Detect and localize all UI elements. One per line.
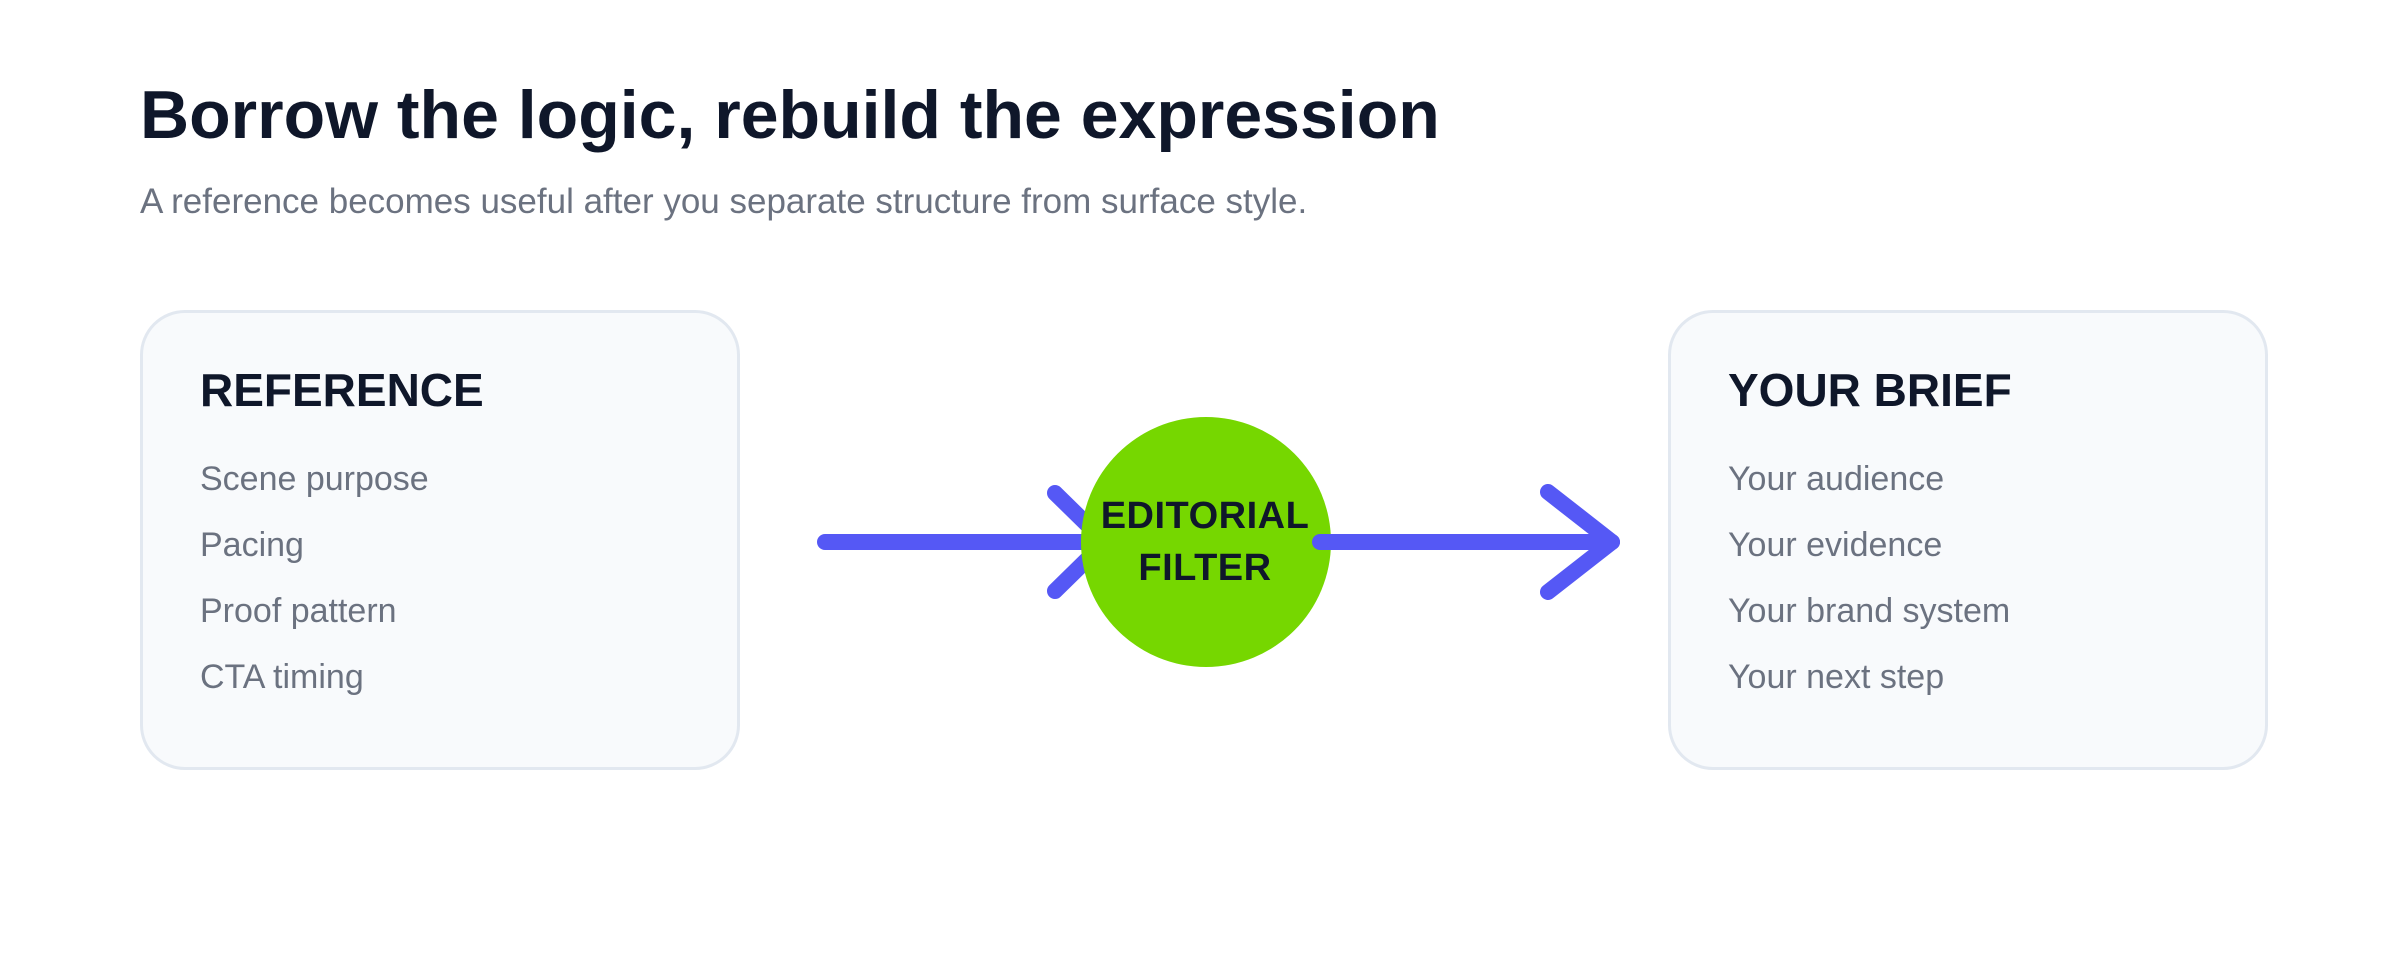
editorial-filter-label: EDITORIAL FILTER: [1080, 490, 1330, 594]
reference-item: Pacing: [200, 526, 304, 564]
brief-list: Your audience Your evidence Your brand s…: [1728, 459, 2010, 723]
reference-item: Scene purpose: [200, 460, 429, 498]
input-arrow: [817, 485, 1113, 599]
filter-label-line-1: EDITORIAL: [1100, 495, 1310, 537]
reference-item: Proof pattern: [200, 592, 397, 630]
filter-label-line-2: FILTER: [1138, 547, 1272, 589]
reference-heading: REFERENCE: [200, 364, 484, 416]
reference-item: CTA timing: [200, 658, 364, 696]
output-arrow: [1312, 484, 1620, 600]
brief-item: Your audience: [1728, 460, 1945, 498]
brief-card: YOUR BRIEF Your audience Your evidence Y…: [1668, 310, 2268, 770]
reference-card: REFERENCE Scene purpose Pacing Proof pat…: [140, 310, 740, 770]
brief-item: Your evidence: [1728, 526, 1943, 564]
page-subtitle: A reference becomes useful after you sep…: [140, 182, 1308, 221]
reference-list: Scene purpose Pacing Proof pattern CTA t…: [200, 459, 429, 723]
brief-heading: YOUR BRIEF: [1728, 364, 2012, 416]
brief-item: Your brand system: [1728, 592, 2011, 630]
brief-item: Your next step: [1728, 658, 1945, 696]
output-arrow-head: [1540, 484, 1620, 600]
page-title: Borrow the logic, rebuild the expression: [140, 77, 1440, 153]
editorial-filter-node: [1081, 417, 1331, 667]
